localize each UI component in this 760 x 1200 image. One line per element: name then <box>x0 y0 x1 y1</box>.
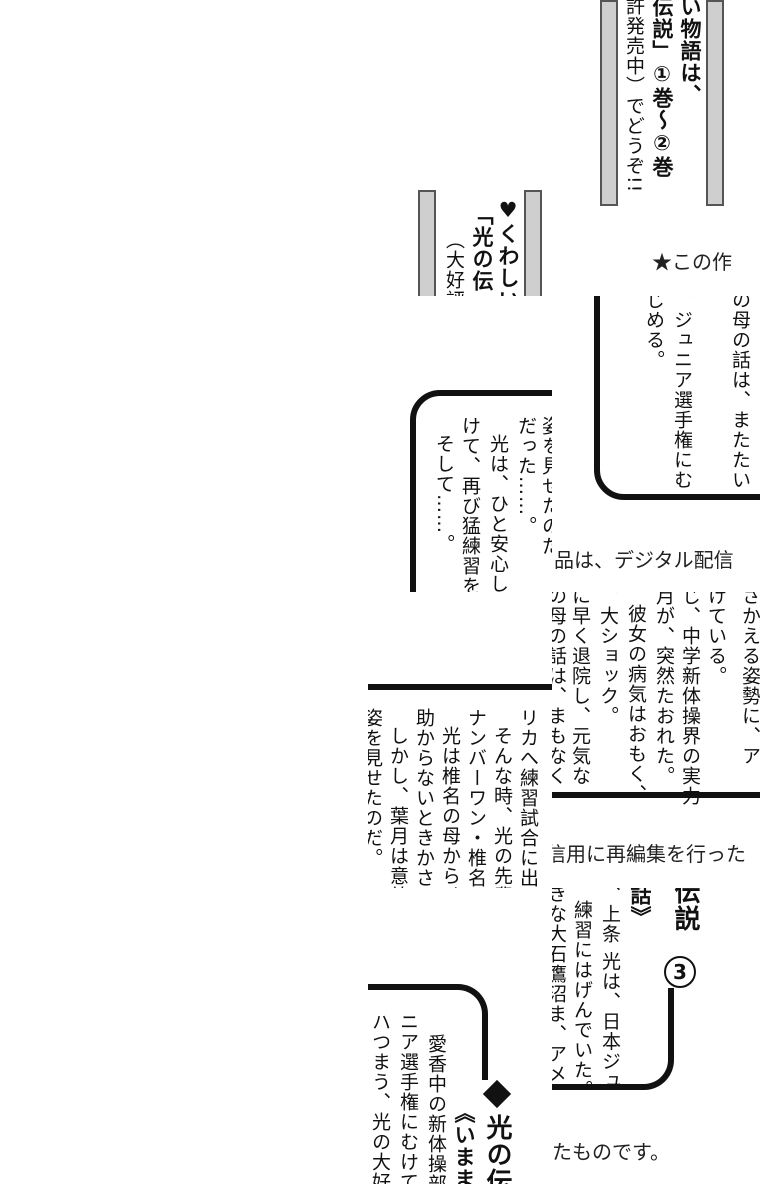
notice-text: たものです。 <box>552 1140 670 1164</box>
banner-bar-right <box>706 0 724 206</box>
story-text: そして……。 <box>433 434 455 554</box>
chapter-text: 話》 <box>628 888 652 928</box>
chapter-line <box>368 984 488 1080</box>
story-tile: さかえる姿勢に、ア けている。 じ、中学新体操界の実力 月が、突然たおれた。 彼… <box>552 592 760 888</box>
banner-text: 伝説」①巻～②巻 <box>650 0 674 178</box>
story-text: けて、再び猛練習をは <box>459 416 481 592</box>
story-tile: の母の話は、またたい 、ジュニア選手権にむ じめる。 品は、デジタル配信 <box>552 296 760 592</box>
diamond-icon <box>482 1079 512 1109</box>
story-box-border <box>368 684 552 690</box>
story-text: 、上条 光は、日本ジュ <box>599 888 621 1092</box>
story-text: じめる。 <box>643 296 665 370</box>
story-text: けている。 <box>705 592 727 686</box>
story-text: 光は椎名の母から、 <box>439 726 461 888</box>
banner-bar-left <box>600 0 618 206</box>
chapter-text: 《いままでのお <box>452 1102 476 1184</box>
story-text: 姿を見せたのだ <box>539 416 552 556</box>
story-text: ニア選手権にむけて、 <box>397 1012 419 1184</box>
story-text: 光は、ひと安心して <box>487 434 509 592</box>
notice-text: 品は、デジタル配信 <box>554 548 734 572</box>
story-box-border <box>410 390 552 592</box>
story-text: じ、中学新体操界の実力 <box>679 592 701 806</box>
notice-text: ★この作 <box>652 250 732 274</box>
story-text: しかし、葉月は意外 <box>387 726 409 888</box>
banner-text: 「光の伝 <box>470 204 494 292</box>
banner-tile-volumes: い物語は、 伝説」①巻～②巻 許発売中）でどうぞ!! ★この作 <box>552 0 760 296</box>
story-text: ハつまう、光の大好 <box>369 1012 391 1184</box>
story-text: 姿を見せたのだ。 <box>368 708 383 868</box>
chapter-tile: 光の伝 《いままでのお 愛香中の新体操部員 ニア選手権にむけて、 ハつまう、光の… <box>368 888 552 1184</box>
story-box-border <box>552 792 760 798</box>
banner-text: い物語は、 <box>678 0 702 106</box>
story-text: だった……。 <box>515 416 537 536</box>
banner-bar-left <box>418 190 436 296</box>
banner-text: 許発売中）でどうぞ!! <box>623 0 645 194</box>
chapter-title: 伝説 <box>670 888 700 932</box>
story-tile: リカへ練習試合に出か そんな時、光の先輩で ナンバーワン・椎名葉 光は椎名の母か… <box>368 592 552 888</box>
banner-bar-right <box>524 190 542 296</box>
banner-text: ♥くわしい <box>496 198 520 296</box>
notice-text: 信用に再編集を行った <box>552 842 746 866</box>
story-text: 、大ショック。 <box>597 592 619 726</box>
story-text: に早く退院し、元気な <box>569 592 591 786</box>
banner-text: （大好評 <box>443 230 465 296</box>
story-text: 練習にはげんでいた。 <box>571 900 593 1100</box>
story-text: 、ジュニア選手権にむ <box>671 296 693 490</box>
story-text: 月が、突然たおれた。 <box>653 592 675 786</box>
story-text: 愛香中の新体操部員 <box>425 1034 447 1184</box>
story-text: の母の話は、まもなく <box>552 592 567 786</box>
story-text: さかえる姿勢に、ア <box>739 592 760 766</box>
story-text: の母の話は、またたい <box>729 296 751 490</box>
chapter-line <box>552 988 674 1090</box>
story-text: 彼女の病気はおもく、 <box>625 604 647 804</box>
story-text: 助からないときかされ <box>413 708 435 888</box>
banner-tile-details: ♥くわしい 「光の伝 （大好評 <box>368 160 552 296</box>
chapter-title: 光の伝 <box>482 1114 512 1184</box>
story-box-border <box>594 296 760 500</box>
story-text: リカへ練習試合に出か <box>517 708 539 888</box>
story-text: ナンバーワン・椎名葉 <box>465 708 487 888</box>
story-text: きな大石鷹沼ま、アメ <box>552 888 567 1084</box>
story-text: そんな時、光の先輩で <box>491 726 513 888</box>
chapter-tile: 伝説 3 話》 、上条 光は、日本ジュ 練習にはげんでいた。 きな大石鷹沼ま、ア… <box>552 888 760 1184</box>
story-tile: 姿を見せたのだ だった……。 光は、ひと安心して けて、再び猛練習をは そして…… <box>368 296 552 592</box>
chapter-number-badge: 3 <box>664 956 696 988</box>
